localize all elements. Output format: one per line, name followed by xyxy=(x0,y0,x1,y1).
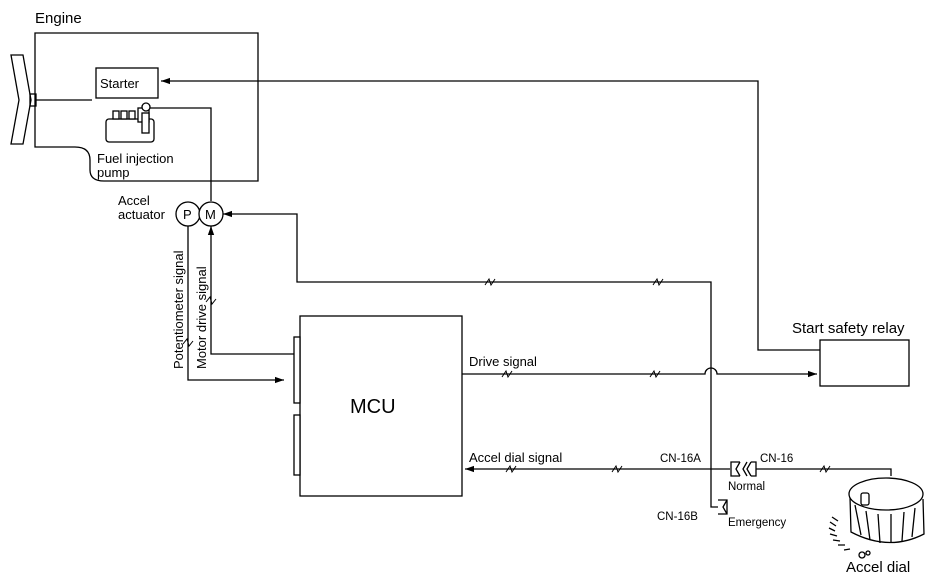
fuel-pump-label-line2: pump xyxy=(97,165,130,180)
accel-dial-break-mark-1 xyxy=(505,464,517,474)
potentiometer-signal-label: Potentiometer signal xyxy=(171,250,186,369)
cn16a-label: CN-16A xyxy=(660,453,701,465)
mcu-connector-2 xyxy=(293,414,301,476)
drive-signal-label: Drive signal xyxy=(469,354,537,369)
engine-fan-icon xyxy=(10,54,92,145)
potentiometer-signal-wire xyxy=(187,226,284,384)
mcu-connector-1 xyxy=(293,336,301,404)
cn16b-label: CN-16B xyxy=(657,511,698,523)
starter-label: Starter xyxy=(100,76,140,91)
accel-dial-signal-label: Accel dial signal xyxy=(469,450,562,465)
dial-cable xyxy=(756,468,892,476)
drive-break-mark-1 xyxy=(501,369,513,379)
cn16-label: CN-16 xyxy=(760,453,793,465)
actuator-label-line1: Accel xyxy=(118,193,150,208)
potentiometer-break-mark xyxy=(182,337,194,348)
emergency-label: Emergency xyxy=(728,517,786,529)
accel-dial-icon xyxy=(828,477,925,559)
starter-box xyxy=(95,67,159,99)
actuator-label-line2: actuator xyxy=(118,207,166,222)
fuel-pump-label-line1: Fuel injection xyxy=(97,151,174,166)
actuator-feed-wire xyxy=(223,210,712,497)
emergency-branch-wire xyxy=(710,497,718,508)
motor-drive-signal-label: Motor drive signal xyxy=(194,266,209,369)
accel-dial-label: Accel dial xyxy=(846,559,910,576)
start-safety-relay-label: Start safety relay xyxy=(792,320,905,337)
drive-signal-wire xyxy=(462,367,817,378)
motor-drive-break-mark xyxy=(205,295,217,306)
relay-to-starter-wire xyxy=(161,77,820,351)
accel-dial-break-mark-2 xyxy=(611,464,623,474)
actuator-feed-break-mark-1 xyxy=(484,277,496,287)
cn16-connector-icon xyxy=(742,461,757,477)
engine-title: Engine xyxy=(35,10,82,27)
normal-label: Normal xyxy=(728,481,765,493)
cn16b-connector-icon xyxy=(718,499,728,515)
fuel-injection-pump-icon xyxy=(105,102,155,143)
engine-outline xyxy=(34,32,259,182)
mcu-label: MCU xyxy=(350,396,396,418)
motor-drive-signal-wire xyxy=(207,226,296,355)
dial-cable-break-mark xyxy=(819,464,831,474)
actuator-p-label: P xyxy=(183,207,192,222)
mcu-box xyxy=(299,315,463,497)
actuator-m-label: M xyxy=(205,207,216,222)
pump-linkage-line xyxy=(150,107,212,201)
actuator-feed-break-mark-2 xyxy=(652,277,664,287)
drive-break-mark-2 xyxy=(649,369,661,379)
start-safety-relay-box xyxy=(819,339,910,387)
cn16a-connector-icon xyxy=(730,461,741,477)
